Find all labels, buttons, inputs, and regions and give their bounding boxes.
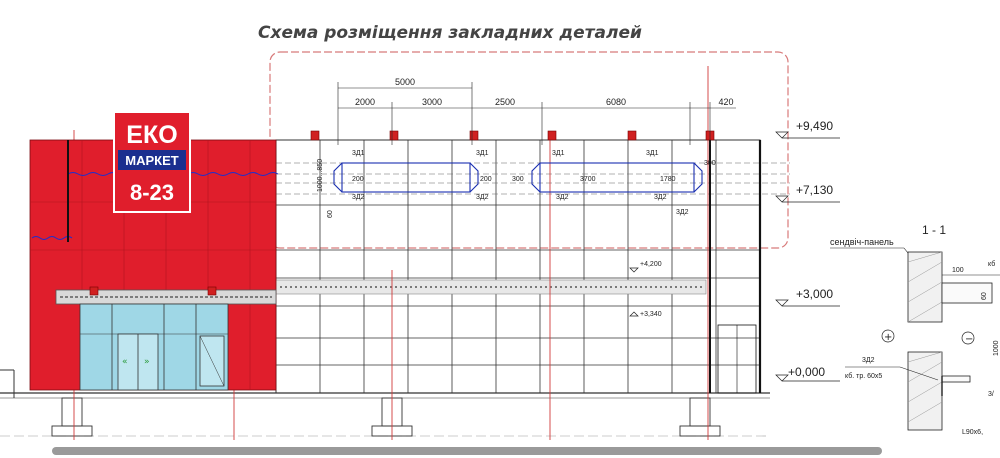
svg-text:60: 60 <box>981 292 988 300</box>
drawing-title: Схема розміщення закладних деталей <box>258 23 642 43</box>
dim-2500: 2500 <box>495 97 515 107</box>
svg-text:1000: 1000 <box>993 340 1000 356</box>
svg-text:−: − <box>965 334 973 345</box>
sign-eko: ЕКО <box>126 121 177 149</box>
dim-5000: 5000 <box>395 77 415 87</box>
svg-text:1 - 1: 1 - 1 <box>922 223 946 237</box>
svg-text:»: » <box>144 357 150 367</box>
level-7130: +7,130 <box>796 183 833 197</box>
beam-outlines <box>333 162 703 193</box>
dim-300-left: 300 <box>512 176 524 183</box>
level-4200: +4,200 <box>640 261 662 268</box>
sign-number: 8-23 <box>130 180 174 205</box>
svg-text:3Д1: 3Д1 <box>646 150 659 157</box>
svg-text:3Д2: 3Д2 <box>556 194 569 201</box>
svg-text:кб: кб <box>988 260 995 268</box>
dimension-lines <box>337 82 736 145</box>
dim-3700: 3700 <box>580 176 596 183</box>
svg-text:3Д2: 3Д2 <box>654 194 667 201</box>
svg-text:3Д2: 3Д2 <box>352 194 365 201</box>
dim-200-right: 200 <box>480 176 492 183</box>
canopy-band <box>275 279 707 295</box>
svg-text:3Д1: 3Д1 <box>352 150 365 157</box>
svg-text:100: 100 <box>952 267 964 274</box>
dim-300-right: 300 <box>704 160 716 167</box>
revision-cloud <box>269 51 789 249</box>
svg-text:3/: 3/ <box>988 391 994 398</box>
dim-60: 60 <box>327 210 334 218</box>
level-marks <box>629 131 840 382</box>
dim-200-left: 200 <box>352 176 364 183</box>
part-marks: 3Д1 3Д1 3Д1 3Д1 3Д2 3Д2 3Д2 3Д2 3Д2 <box>352 150 689 216</box>
svg-text:L90х6,: L90х6, <box>962 429 983 436</box>
level-3000: +3,000 <box>796 287 833 301</box>
right-columns <box>709 140 762 394</box>
level-0000: +0,000 <box>788 365 825 379</box>
entrance: « » <box>55 289 277 391</box>
foundation-pedestals <box>51 397 721 437</box>
dim-3000: 3000 <box>422 97 442 107</box>
level-3340: +3,340 <box>640 311 662 318</box>
svg-text:3Д2: 3Д2 <box>476 194 489 201</box>
dim-420: 420 <box>718 97 733 107</box>
sign-market: МАРКЕТ <box>125 153 178 168</box>
svg-text:3Д2: 3Д2 <box>676 209 689 216</box>
svg-text:кб. тр. 60х5: кб. тр. 60х5 <box>845 372 882 380</box>
store-sign: ЕКО МАРКЕТ 8-23 <box>113 111 191 213</box>
svg-text:3Д2: 3Д2 <box>862 357 875 364</box>
glass-facade <box>275 139 761 394</box>
svg-text:«: « <box>122 357 128 367</box>
dim-1780: 1780 <box>660 176 676 183</box>
svg-text:3Д1: 3Д1 <box>476 150 489 157</box>
dim-1000-850: 1000...850 <box>317 159 324 192</box>
dim-6080: 6080 <box>606 97 626 107</box>
svg-text:сендвіч-панель: сендвіч-панель <box>830 237 894 247</box>
svg-text:3Д1: 3Д1 <box>552 150 565 157</box>
section-1-1: 1 - 1 сендвіч-панель 100 кб 60 1000 + − … <box>830 223 1000 436</box>
dim-2000: 2000 <box>355 97 375 107</box>
svg-text:+: + <box>884 332 892 343</box>
level-9490: +9,490 <box>796 119 833 133</box>
horizontal-scrollbar[interactable] <box>52 447 882 455</box>
